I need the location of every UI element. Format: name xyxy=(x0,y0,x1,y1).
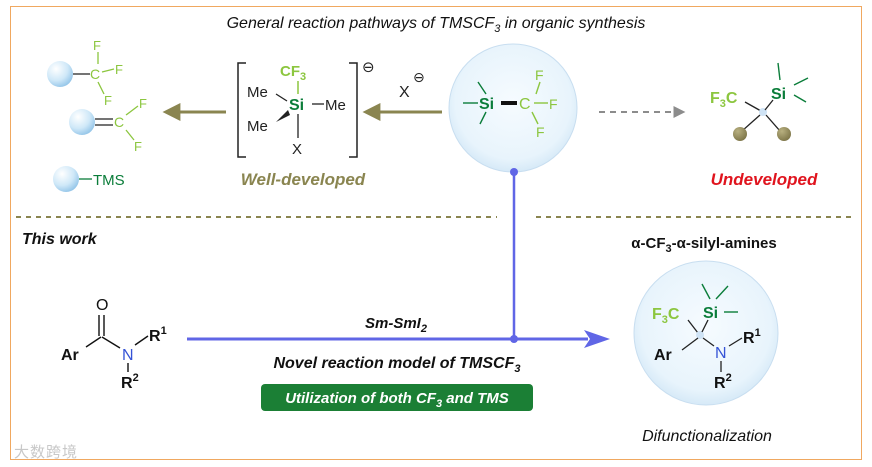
charge-symbol: ⊖ xyxy=(362,59,375,76)
utilization-label: Utilization of both CF3 and TMS xyxy=(285,390,509,410)
product-f3c: F3C xyxy=(652,306,680,326)
anion-x: X xyxy=(399,84,410,101)
right-si: Si xyxy=(771,86,786,103)
pentacoordinate-intermediate: ⊖ CF3 Si Me Me Me X xyxy=(237,59,375,158)
methyl-label: Me xyxy=(247,118,268,135)
fluorine-label: F xyxy=(139,96,147,111)
product-header: α-CF3-α-silyl-amines xyxy=(631,235,776,255)
aryl-label: Ar xyxy=(61,347,79,364)
product-si: Si xyxy=(703,305,718,322)
cf3-carbon-label: C xyxy=(90,66,100,82)
fluorine-label: F xyxy=(93,38,101,53)
amide-r2: R2 xyxy=(121,372,139,392)
nitrogen-label: N xyxy=(122,347,134,364)
fluorine-label: F xyxy=(104,93,112,108)
left-products: C F F F C F F TMS xyxy=(47,38,147,192)
tmscf3-circle xyxy=(448,43,578,173)
fluorine-label: F xyxy=(535,67,544,83)
center-c: C xyxy=(519,96,531,113)
difunctionalization-label: Difunctionalization xyxy=(642,428,772,445)
cf2-carbon-label: C xyxy=(114,114,124,130)
intermediate-cf3: CF3 xyxy=(280,63,306,83)
watermark: 大数跨境 xyxy=(14,443,79,461)
well-developed-label: Well-developed xyxy=(241,170,366,189)
substrate-ball-3 xyxy=(53,166,79,192)
amide-r1: R1 xyxy=(149,325,167,345)
oxygen-label: O xyxy=(96,297,108,314)
product-nitrogen: N xyxy=(715,345,727,362)
anion-charge: ⊖ xyxy=(413,69,425,85)
product-r1: R1 xyxy=(743,327,761,347)
reagent-label: Sm-SmI2 xyxy=(365,315,427,335)
undeveloped-structure: F3C Si xyxy=(710,62,809,141)
fluorine-label: F xyxy=(549,96,558,112)
tmscf3-molecule: Si C F F F xyxy=(463,67,558,140)
amide-substrate: O Ar N R1 R2 xyxy=(61,297,167,392)
fluorine-label: F xyxy=(115,62,123,77)
intermediate-si: Si xyxy=(289,97,304,114)
fluorine-label: F xyxy=(134,139,142,154)
undeveloped-label: Undeveloped xyxy=(711,170,818,189)
product-circle xyxy=(633,260,779,406)
model-label: Novel reaction model of TMSCF3 xyxy=(273,355,520,375)
olive-ball-1 xyxy=(733,127,747,141)
outer-frame xyxy=(10,6,862,460)
methyl-label: Me xyxy=(325,97,346,114)
right-f3c: F3C xyxy=(710,90,738,110)
methyl-label: Me xyxy=(247,84,268,101)
substrate-ball-2 xyxy=(69,109,95,135)
utilization-badge xyxy=(261,384,533,411)
tms-label: TMS xyxy=(93,172,125,189)
intermediate-x: X xyxy=(292,141,302,158)
product-aryl: Ar xyxy=(654,347,672,364)
center-si: Si xyxy=(479,96,494,113)
main-arrow-head xyxy=(584,330,610,348)
product-r2: R2 xyxy=(714,372,732,392)
product-molecule: F3C Si Ar N R1 R2 xyxy=(652,283,761,392)
this-work-label: This work xyxy=(22,231,98,248)
olive-ball-2 xyxy=(777,127,791,141)
scheme-title: General reaction pathways of TMSCF3 in o… xyxy=(227,15,646,35)
fluorine-label: F xyxy=(536,124,545,140)
substrate-ball-1 xyxy=(47,61,73,87)
